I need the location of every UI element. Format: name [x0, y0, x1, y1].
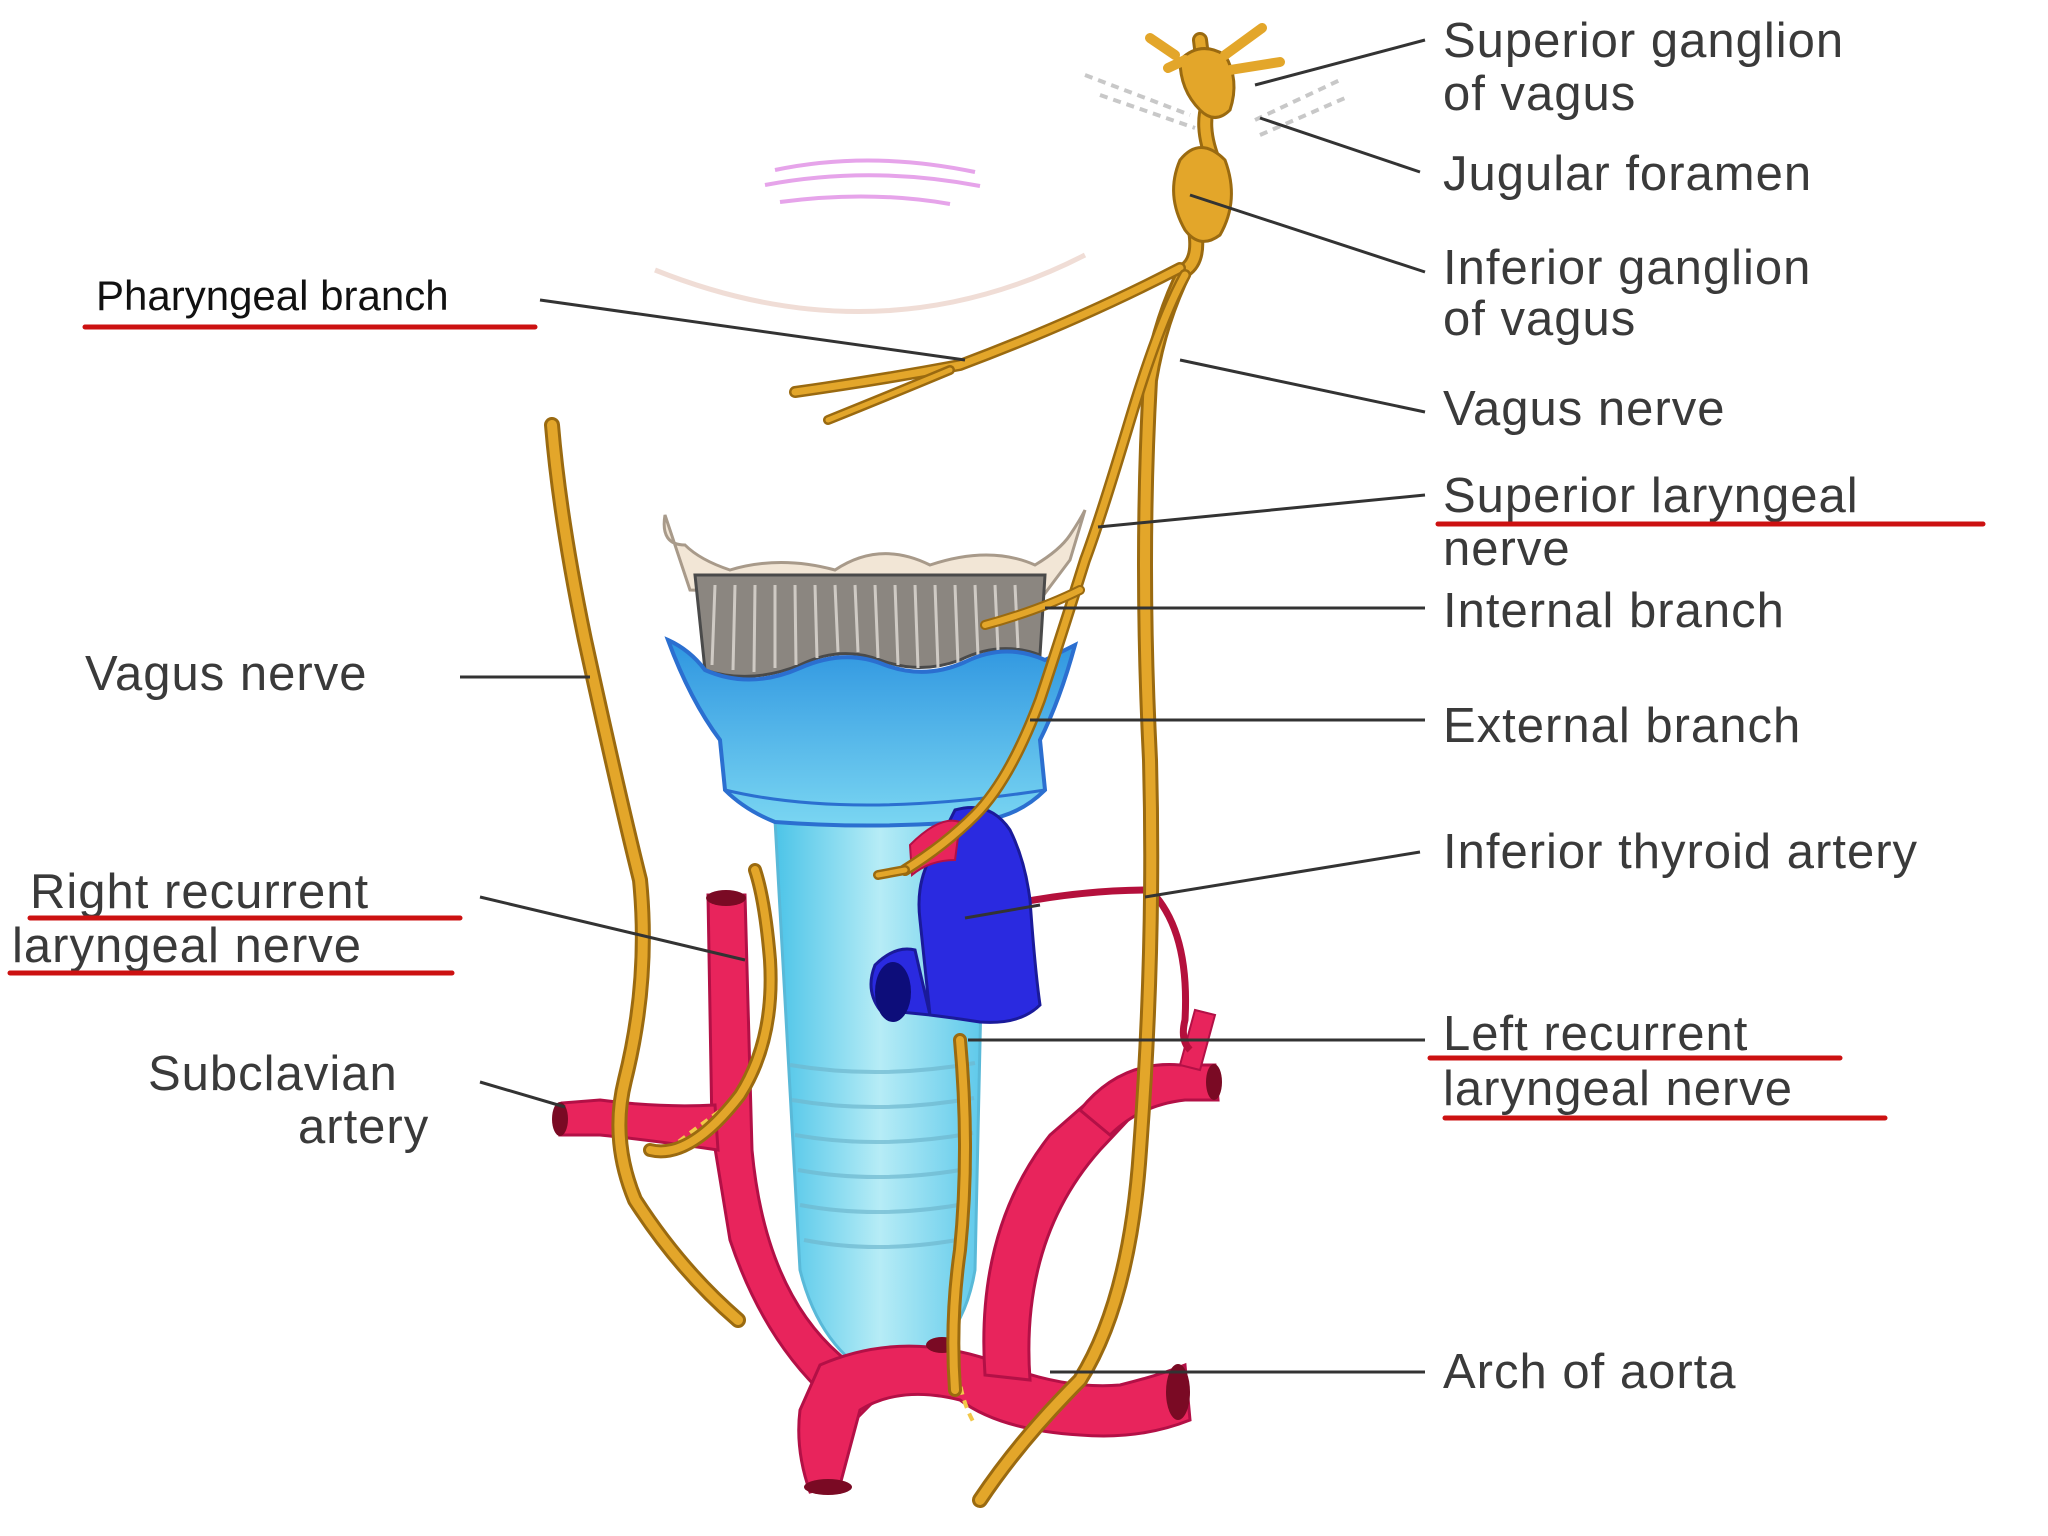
- internal-branch-label: Internal branch: [1443, 584, 1785, 638]
- inferior-ganglion-label-line1: Inferior ganglion: [1443, 241, 1811, 295]
- inferior-ganglion-label-line2: of vagus: [1443, 292, 1636, 346]
- vagus-nerve-right-label: Vagus nerve: [1443, 382, 1726, 436]
- labels: Superior ganglion of vagus Jugular foram…: [12, 14, 1918, 1399]
- arteries: [552, 886, 1222, 1495]
- right-recurrent-label-line2: laryngeal nerve: [12, 919, 362, 973]
- left-recurrent-label-line2: laryngeal nerve: [1443, 1062, 1793, 1116]
- nerves: [544, 23, 1285, 1508]
- superior-laryngeal-label-line1: Superior laryngeal: [1443, 469, 1859, 523]
- arch-of-aorta-label: Arch of aorta: [1443, 1345, 1737, 1399]
- right-recurrent-label-line1: Right recurrent: [30, 865, 369, 919]
- superior-laryngeal-label-line2: nerve: [1443, 522, 1571, 576]
- subclavian-label-line2: artery: [298, 1100, 429, 1154]
- superior-ganglion-label-line1: Superior ganglion: [1443, 14, 1844, 68]
- larynx: [662, 509, 1087, 828]
- inferior-thyroid-artery-label: Inferior thyroid artery: [1443, 825, 1918, 879]
- background-sketch: [654, 73, 1346, 315]
- vagus-nerve-left-label: Vagus nerve: [85, 647, 368, 701]
- jugular-foramen-label: Jugular foramen: [1443, 147, 1812, 201]
- subclavian-label-line1: Subclavian: [148, 1047, 398, 1101]
- external-branch-label: External branch: [1443, 699, 1801, 753]
- pharyngeal-branch-label: Pharyngeal branch: [96, 272, 449, 319]
- emphasis-underlines: [7, 324, 1986, 1121]
- right-vagus-nerve: [544, 417, 746, 1328]
- leader-lines: [460, 38, 1426, 1374]
- left-recurrent-label-line1: Left recurrent: [1443, 1007, 1748, 1061]
- superior-ganglion-label-line2: of vagus: [1443, 67, 1636, 121]
